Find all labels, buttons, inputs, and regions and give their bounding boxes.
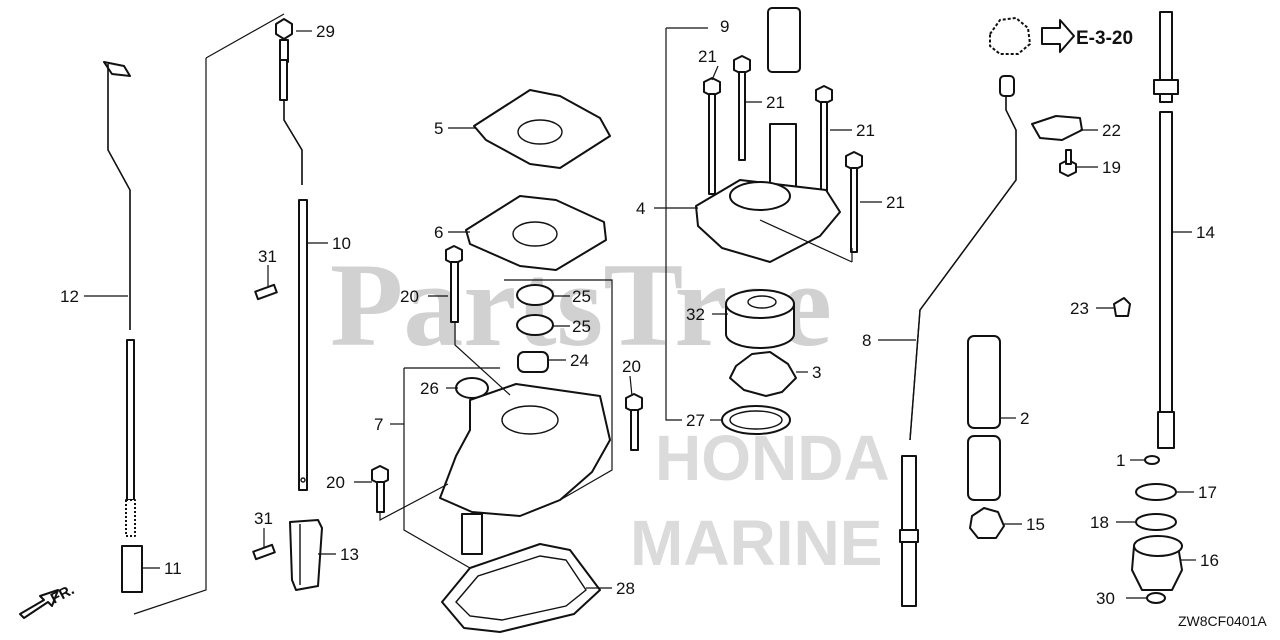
part-7-housing [439,383,611,517]
part-30-clip [1146,592,1166,604]
part-3-impeller [729,351,797,397]
part-31-pin-b [252,543,276,561]
reference-grommet [989,17,1031,55]
part-10-rod [279,39,308,491]
callout-20-c: 20 [326,473,345,492]
section-reference: E-3-20 [1076,28,1133,49]
callout-21-d: 21 [886,193,905,212]
part-17-washer [1135,483,1177,501]
part-19-bolt [1059,149,1077,177]
callout-15: 15 [1026,515,1045,534]
callout-16: 16 [1200,551,1219,570]
part-5-plate [473,89,611,169]
callout-4: 4 [636,199,645,218]
callout-19: 19 [1102,158,1121,177]
part-21-bolts [703,55,863,253]
part-6-plate [465,195,607,271]
callout-10: 10 [332,234,351,253]
callout-7: 7 [374,415,383,434]
callout-32: 32 [686,305,705,324]
callout-29: 29 [316,22,335,41]
callout-13: 13 [340,545,359,564]
part-14-shaft [1153,11,1179,449]
callout-30: 30 [1096,589,1115,608]
drawing-code: ZW8CF0401A [1178,613,1267,629]
callout-17: 17 [1198,483,1217,502]
callout-1: 1 [1116,451,1125,470]
part-15-grommet [969,507,1005,539]
part-7-spout [461,513,483,555]
part-1-clip [1144,455,1160,465]
callout-14: 14 [1196,223,1215,242]
watermark-secondary-1: HONDA [655,422,890,494]
part-20-bolt-b [625,393,643,451]
callout-28: 28 [616,579,635,598]
part-2-tube-upper [967,335,1001,429]
part-4-tube [769,123,797,195]
part-18-washer [1135,513,1177,531]
callout-12: 12 [60,287,79,306]
part-20-bolt-c [371,465,389,513]
watermark-secondary-2: MARINE [630,507,882,579]
callout-20-b: 20 [622,357,641,376]
part-31-pin-a [254,283,278,301]
part-8-tube [899,75,1017,607]
part-28-gasket [441,543,601,633]
callout-23: 23 [1070,299,1089,318]
callout-labels: 29 12 10 11 13 31 31 5 6 20 20 20 25 25 … [60,17,1219,608]
callout-21-a: 21 [698,47,717,66]
part-32-impeller-housing [725,289,795,349]
part-25-bearing-a [516,284,554,306]
callout-6: 6 [434,223,443,242]
callout-8: 8 [862,331,871,350]
callout-3: 3 [812,363,821,382]
callout-26: 26 [420,379,439,398]
arrow-front-icon [19,589,59,619]
callout-31-a: 31 [258,247,277,266]
part-13-clip [289,519,323,591]
callout-21-b: 21 [766,93,785,112]
arrow-right-icon [1041,19,1075,53]
part-25-bearing-b [516,314,554,336]
part-27-gasket [721,405,791,435]
callout-18: 18 [1090,513,1109,532]
callout-25-a: 25 [572,287,591,306]
part-23-clip [1113,297,1131,317]
callout-11: 11 [164,559,182,578]
callout-9: 9 [720,17,729,36]
callout-21-c: 21 [856,121,875,140]
leader-lines [84,30,1196,599]
part-24-bush [517,351,549,373]
callout-20-a: 20 [400,287,419,306]
callout-5: 5 [434,119,443,138]
callout-22: 22 [1102,121,1121,140]
part-29-nut [275,18,293,40]
part-22-plate [1031,115,1083,141]
part-2-tube-lower [967,435,1001,501]
callout-31-b: 31 [254,509,273,528]
callout-24: 24 [570,351,589,370]
part-9-sleeve [767,7,801,73]
callout-25-b: 25 [572,317,591,336]
part-12-rod [103,61,143,593]
callout-27: 27 [686,411,705,430]
callout-2: 2 [1020,409,1029,428]
